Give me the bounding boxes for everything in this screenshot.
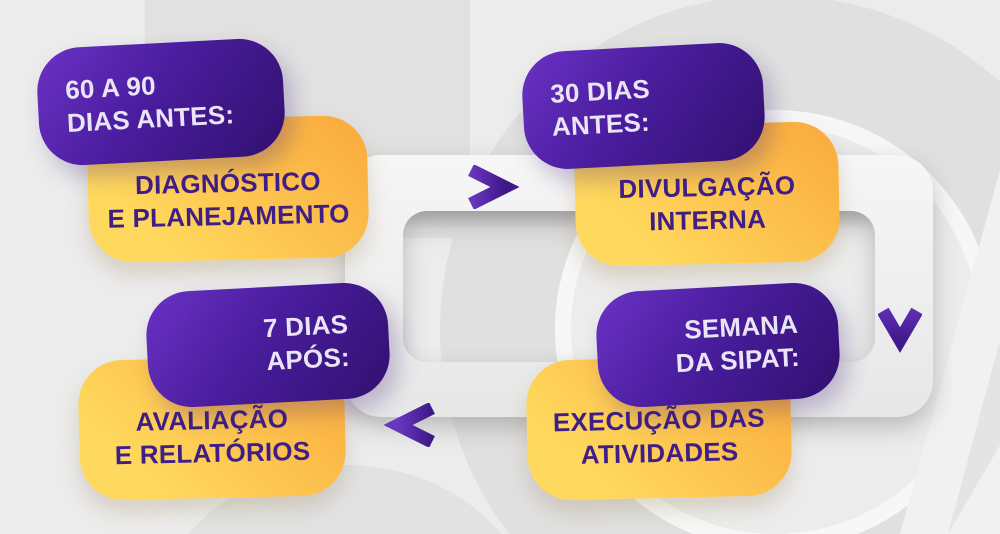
arrow-down-icon (878, 232, 922, 353)
stage-4-action-line2: E RELATÓRIOS (114, 435, 311, 471)
stage-4-timing-line2: APÓS: (265, 341, 351, 377)
stage-2-timing-line2: ANTES: (551, 106, 651, 142)
stage-3-action-line1: EXECUÇÃO DAS (552, 402, 766, 438)
stage-2-action-line1: DIVULGAÇÃO (618, 170, 796, 205)
stage-1-action-line1: DIAGNÓSTICO (134, 165, 322, 201)
stage-3-action-line2: ATIVIDADES (580, 436, 739, 470)
stage-3-timing-pill: SEMANA DA SIPAT: (594, 280, 842, 410)
arrow-right-icon (387, 165, 520, 209)
stage-1-timing-line1: 60 A 90 (64, 70, 157, 105)
stage-2-action-line2: INTERNA (648, 203, 767, 237)
stage-4-action-line1: AVALIAÇÃO (135, 403, 289, 437)
stage-4-timing-pill: 7 DIAS APÓS: (144, 280, 392, 410)
stage-3-timing-line2: DA SIPAT: (675, 341, 801, 379)
arrow-left-icon (383, 403, 516, 447)
stage-2-timing-pill: 30 DIAS ANTES: (520, 40, 767, 172)
stage-1-action-line2: E PLANEJAMENTO (107, 198, 350, 234)
stage-1-timing-pill: 60 A 90 DIAS ANTES: (35, 36, 287, 168)
stage-2-timing-line1: 30 DIAS (549, 73, 651, 109)
watermark-diagonal-dark (948, 340, 1000, 534)
stage-4-timing-line1: 7 DIAS (262, 308, 349, 344)
